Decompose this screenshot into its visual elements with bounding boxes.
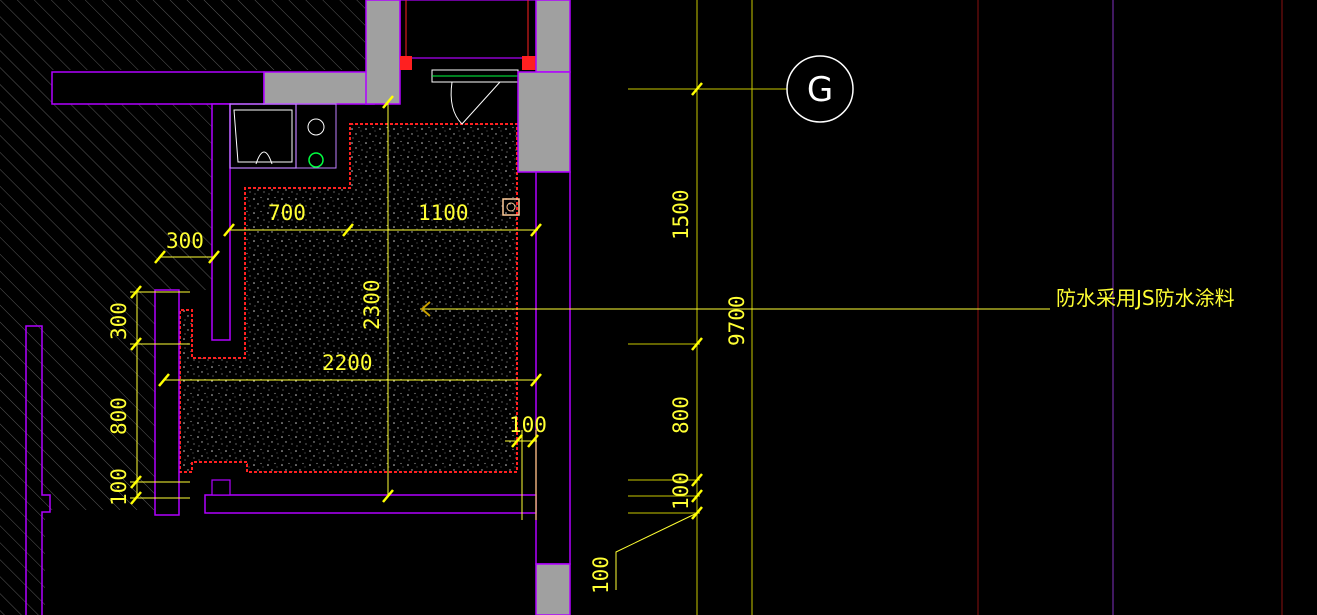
- dimension-ticks: [130, 82, 703, 520]
- dim-mid-2200: 2200: [322, 351, 373, 375]
- wall-bottom-notch: [211, 479, 231, 496]
- walls: [25, 0, 571, 615]
- wall-lower-left: [154, 289, 180, 516]
- waterproof-note: 防水采用JS防水涂料: [1056, 286, 1235, 310]
- wall-right-bottom: [535, 563, 571, 615]
- window-frame: [399, 0, 537, 59]
- dim-top-1100: 1100: [418, 201, 469, 225]
- floor-drain-icon: [502, 198, 520, 216]
- wall-left-partition: [211, 103, 231, 341]
- dim-axis-100: 100: [669, 472, 693, 510]
- wall-right-upper: [517, 71, 571, 173]
- exterior-hatch-zone: [0, 0, 365, 615]
- toilet-icon: [255, 151, 273, 165]
- dim-axis-1500: 1500: [669, 189, 693, 240]
- dim-leader-100: 100: [589, 556, 613, 594]
- grid-axis-bubble[interactable]: G: [786, 55, 854, 123]
- bathroom-floor-area[interactable]: [179, 123, 518, 473]
- dim-axis-9700: 9700: [725, 295, 749, 346]
- wall-right-long: [535, 171, 571, 565]
- fixtures: [229, 103, 520, 216]
- basin-counter: [229, 103, 297, 169]
- note-arrow-icon: [420, 301, 431, 317]
- dim-axis-800: 800: [669, 396, 693, 434]
- wall-top-grey: [263, 71, 375, 105]
- cabinet: [295, 103, 337, 169]
- dim-left-300-horizontal: 300: [166, 229, 204, 253]
- axis-lines: [628, 0, 1283, 615]
- wall-top-left: [51, 71, 265, 105]
- column-red-right: [522, 56, 536, 70]
- dim-right-100: 100: [509, 413, 547, 437]
- wall-far-left: [25, 325, 51, 615]
- door-swing: [450, 81, 501, 125]
- wall-top-right-column: [535, 0, 571, 73]
- wall-bottom: [204, 494, 537, 514]
- grid-axis-label: G: [807, 70, 833, 110]
- wall-top-column: [365, 0, 401, 105]
- dim-left-100: 100: [107, 468, 131, 506]
- basin-bowl: [233, 109, 293, 163]
- drain-icon: [308, 152, 324, 168]
- dim-top-700: 700: [268, 201, 306, 225]
- fixture-circle-icon: [307, 118, 325, 136]
- dim-left-800: 800: [107, 397, 131, 435]
- column-red-left: [400, 56, 412, 70]
- dim-mid-2300: 2300: [360, 279, 384, 330]
- dimension-lines: [130, 102, 1050, 590]
- dim-left-300-vertical: 300: [107, 302, 131, 340]
